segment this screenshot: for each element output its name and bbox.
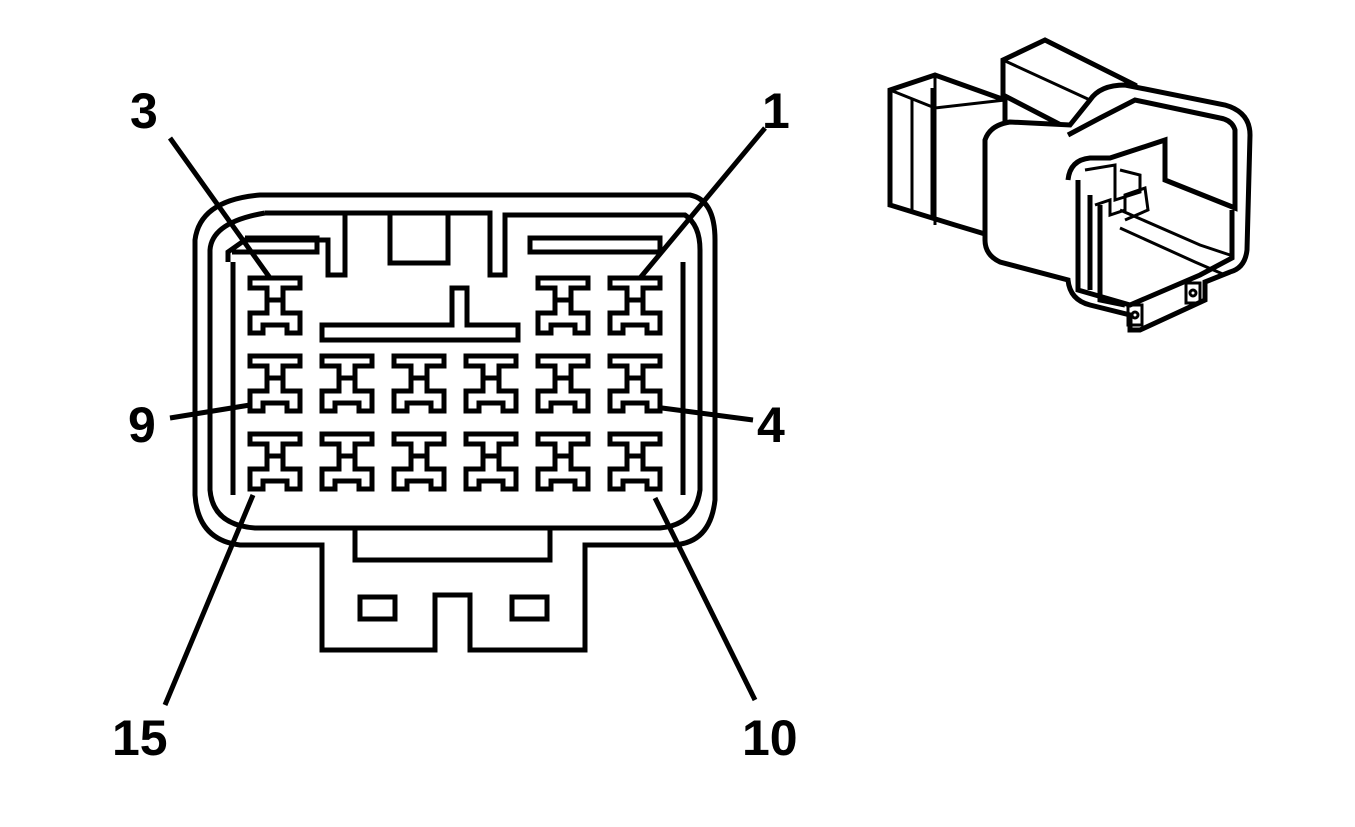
leader-line-pin-4 [661, 405, 754, 423]
terminal-cavity-r2-c1 [247, 353, 303, 414]
pin-label-3: 3 [130, 83, 158, 139]
terminal-cavity-r2-c2 [319, 353, 375, 414]
leader-line-pin-3 [167, 136, 273, 280]
terminal-cavity-r2-c3 [391, 353, 447, 414]
terminal-cavities [247, 275, 663, 492]
mounting-tab-left [1126, 303, 1144, 327]
left-latch-ridge [232, 235, 320, 255]
connector-inner-shell [207, 210, 703, 531]
pin-label-4: 4 [757, 397, 785, 453]
terminal-cavity-r2-c5 [535, 353, 591, 414]
pin-label-15: 15 [112, 710, 168, 766]
mounting-tab-right [1184, 281, 1202, 305]
terminal-cavity-r1-c1 [247, 275, 303, 336]
pin-label-9: 9 [128, 397, 156, 453]
terminal-cavity-r3-c1 [247, 431, 303, 492]
connector-face [192, 192, 718, 653]
leader-line-pin-9 [169, 402, 251, 421]
pin-label-1: 1 [762, 83, 790, 139]
terminal-cavity-r1-c5 [535, 275, 591, 336]
leader-lines [162, 126, 767, 706]
leader-line-pin-10 [652, 496, 758, 702]
leader-line-pin-15 [162, 494, 256, 706]
latch-window-left [357, 594, 398, 622]
terminal-cavity-r3-c3 [391, 431, 447, 492]
terminal-cavity-r2-c6 [607, 353, 663, 414]
mating-face [1065, 97, 1238, 212]
terminal-cavity-r3-c2 [319, 431, 375, 492]
connector-isometric-view [887, 37, 1253, 333]
center-t-rib [319, 285, 521, 343]
housing-body [982, 82, 1253, 333]
terminal-cavity-r1-c6 [607, 275, 663, 336]
pin-label-10: 10 [742, 710, 798, 766]
leader-line-pin-1 [638, 126, 767, 280]
terminal-cavity-r3-c5 [535, 431, 591, 492]
terminal-cavity-r3-c4 [463, 431, 519, 492]
pin-labels: 3 1 9 4 15 10 [112, 83, 798, 766]
top-keyway [387, 210, 451, 266]
latch-window-right [509, 594, 550, 622]
terminal-cavity-r3-c6 [607, 431, 663, 492]
bottom-key-slot [352, 528, 553, 563]
connector-outer-shell [192, 192, 718, 653]
right-latch-ridge [527, 235, 663, 255]
terminal-cavity-r2-c4 [463, 353, 519, 414]
